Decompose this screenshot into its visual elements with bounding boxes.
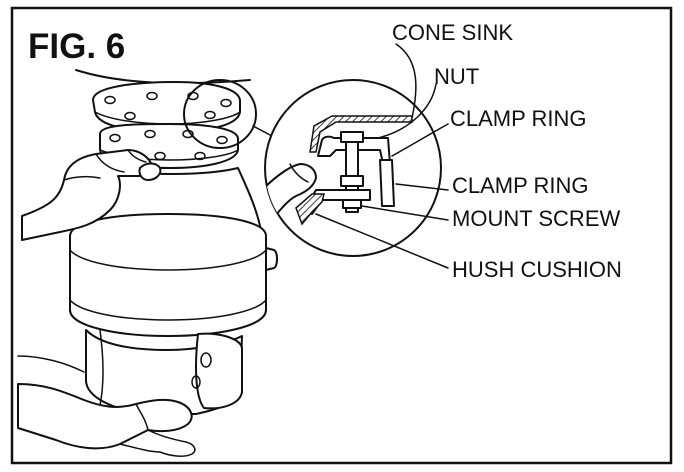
leader-lines — [315, 43, 449, 269]
figure-title: FIG. 6 — [28, 27, 125, 66]
nut — [340, 131, 364, 143]
label-mount-screw: MOUNT SCREW — [452, 206, 620, 231]
zoom-circle — [183, 79, 257, 149]
disposer-illustration — [17, 69, 278, 457]
figure-frame — [10, 6, 673, 465]
label-cone-sink: CONE SINK — [392, 20, 513, 45]
label-nut: NUT — [434, 64, 479, 89]
label-hush-cushion: HUSH CUSHION — [452, 257, 622, 282]
hush-cushion — [295, 193, 325, 226]
label-clamp-ring-bottom: CLAMP RING — [452, 173, 589, 198]
label-clamp-ring-top: CLAMP RING — [450, 106, 587, 131]
mounting-ring-holes — [104, 91, 232, 121]
zoom-leader-line — [252, 125, 273, 137]
